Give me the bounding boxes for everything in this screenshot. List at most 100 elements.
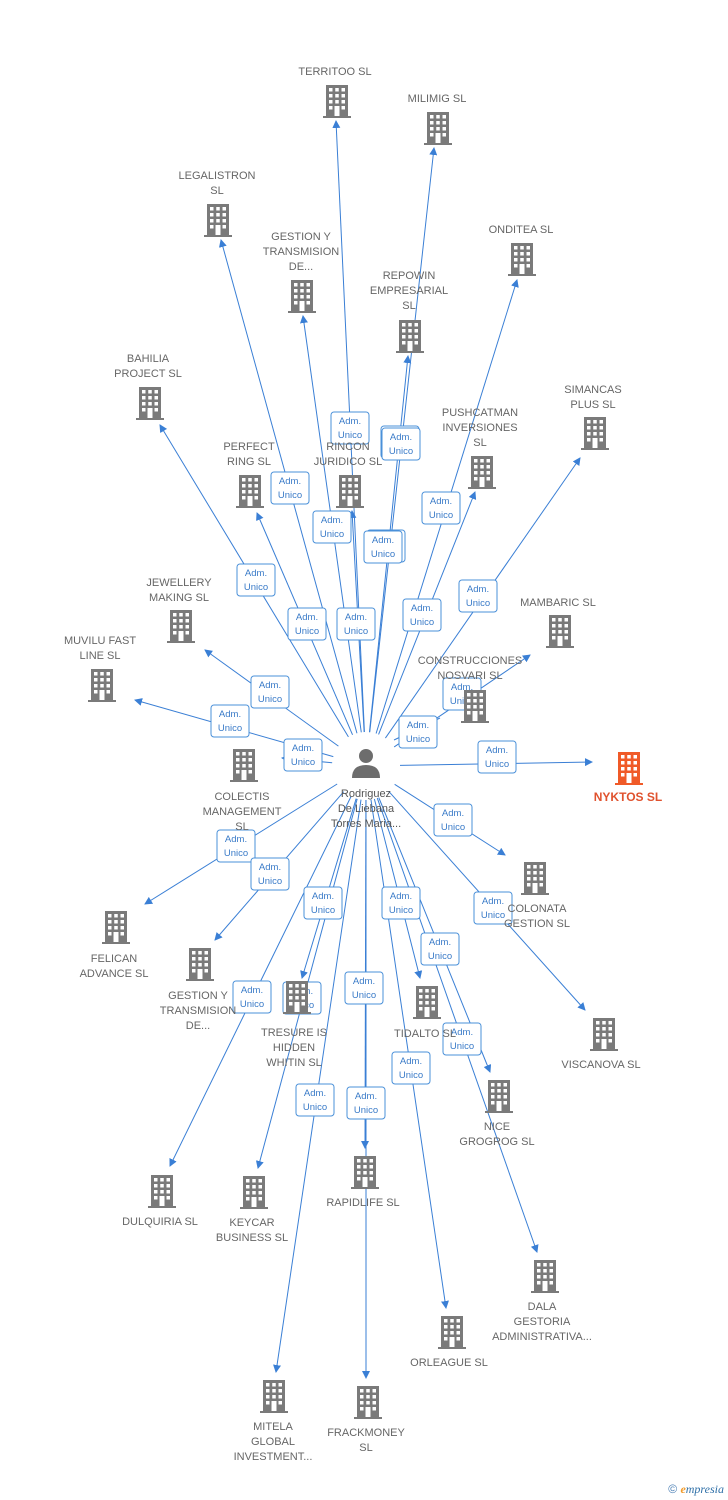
company-node-nyktos[interactable]: NYKTOS SL bbox=[594, 752, 662, 804]
role-badge-viscanova[interactable]: Adm.Unico bbox=[473, 891, 513, 925]
company-node-territoo[interactable]: TERRITOO SL bbox=[298, 66, 372, 118]
role-badge-tresure[interactable]: Adm.Unico bbox=[303, 886, 343, 920]
company-name-rincon-juridico: JURIDICO SL bbox=[314, 456, 382, 468]
role-badge-territoo[interactable]: Adm.Unico bbox=[330, 411, 370, 445]
role-badge-construcciones[interactable]: Adm.Unico bbox=[398, 715, 438, 749]
building-icon bbox=[283, 981, 311, 1014]
role-badge-text: Adm. bbox=[296, 612, 318, 623]
role-badge-text: Unico bbox=[338, 430, 362, 441]
company-node-rapidlife[interactable]: RAPIDLIFE SL bbox=[326, 1156, 400, 1209]
role-badge-nyktos[interactable]: Adm.Unico bbox=[477, 740, 517, 774]
company-node-onditea[interactable]: ONDITEA SL bbox=[489, 224, 554, 276]
building-icon bbox=[581, 417, 609, 450]
role-badge-box bbox=[477, 740, 517, 774]
role-badge-box bbox=[232, 980, 272, 1014]
role-badge-text: Unico bbox=[303, 1102, 327, 1113]
company-node-tidalto[interactable]: TIDALTO SL bbox=[394, 986, 456, 1040]
company-name-nice-grogrog: NICE bbox=[484, 1121, 510, 1133]
role-badge-colonata[interactable]: Adm.Unico bbox=[433, 803, 473, 837]
role-badge-text: Adm. bbox=[390, 891, 412, 902]
role-badge-simancas[interactable]: Adm.Unico bbox=[458, 579, 498, 613]
role-badge-orleague[interactable]: Adm.Unico bbox=[391, 1051, 431, 1085]
role-badge-box bbox=[420, 932, 460, 966]
role-badge-rincon-juridico[interactable]: Adm.Unico bbox=[336, 607, 376, 641]
role-badge-frackmoney[interactable]: Adm.Unico bbox=[346, 1086, 386, 1120]
company-node-viscanova[interactable]: VISCANOVA SL bbox=[561, 1018, 641, 1071]
company-name-pushcatman: PUSHCATMAN bbox=[442, 407, 518, 419]
role-badge-onditea[interactable]: Adm.Unico bbox=[421, 491, 461, 525]
company-node-dulquiria[interactable]: DULQUIRIA SL bbox=[122, 1175, 198, 1228]
role-badge-colectis[interactable]: Adm.Unico bbox=[283, 738, 323, 772]
role-badge-text: Adm. bbox=[429, 937, 451, 948]
role-badge-box bbox=[391, 1051, 431, 1085]
role-badge-text: Unico bbox=[291, 757, 315, 768]
role-badge-extra-0[interactable]: Adm.Unico bbox=[363, 530, 403, 564]
company-node-mambaric[interactable]: MAMBARIC SL bbox=[520, 597, 596, 648]
company-node-milimig[interactable]: MILIMIG SL bbox=[408, 93, 467, 145]
company-name-colonata: GESTION SL bbox=[504, 918, 570, 930]
role-badge-box bbox=[270, 471, 310, 505]
company-node-mitela[interactable]: MITELAGLOBALINVESTMENT... bbox=[234, 1380, 313, 1463]
role-badge-tidalto[interactable]: Adm. Unico bbox=[381, 886, 421, 920]
role-badge-text: Unico bbox=[481, 910, 505, 921]
role-badge-text: Unico bbox=[389, 905, 413, 916]
role-badge-box bbox=[295, 1083, 335, 1117]
role-badge-pushcatman[interactable]: Adm.Unico bbox=[402, 598, 442, 632]
role-badge-box bbox=[336, 607, 376, 641]
role-badge-mitela[interactable]: Adm.Unico bbox=[295, 1083, 335, 1117]
role-badge-jewellery[interactable]: Adm.Unico bbox=[250, 675, 290, 709]
company-node-gestion-transmision-1[interactable]: GESTION YTRANSMISIONDE... bbox=[263, 231, 339, 313]
role-badge-bahilia[interactable]: Adm.Unico bbox=[236, 563, 276, 597]
role-badge-muvilu[interactable]: Adm.Unico bbox=[210, 704, 250, 738]
company-node-rincon-juridico[interactable]: RINCON JURIDICO SL bbox=[314, 441, 382, 508]
role-badge-text: Adm. bbox=[407, 720, 429, 731]
role-badge-text: Adm. bbox=[442, 808, 464, 819]
role-badge-nice-grogrog[interactable]: Adm.Unico bbox=[420, 932, 460, 966]
role-badge-text: Adm. bbox=[279, 476, 301, 487]
role-badge-perfect-ring[interactable]: Adm. Unico bbox=[287, 607, 327, 641]
company-name-rincon-juridico: RINCON bbox=[326, 441, 369, 453]
role-badge-text: Unico bbox=[354, 1105, 378, 1116]
role-badge-text: Adm. bbox=[259, 680, 281, 691]
role-badge-box bbox=[433, 803, 473, 837]
company-name-construcciones: CONSTRUCCIONES bbox=[418, 655, 523, 667]
role-badge-legalistron[interactable]: Adm.Unico bbox=[270, 471, 310, 505]
company-node-gestion-transmision-2[interactable]: GESTION YTRANSMISIONDE... bbox=[160, 948, 236, 1032]
company-node-orleague[interactable]: ORLEAGUE SL bbox=[410, 1316, 488, 1369]
company-name-muvilu: LINE SL bbox=[80, 650, 121, 662]
role-badge-text: Unico bbox=[295, 626, 319, 637]
company-name-legalistron: LEGALISTRON bbox=[178, 170, 255, 182]
role-badge-text: Adm. bbox=[372, 535, 394, 546]
role-badge-dala[interactable]: Adm.Unico bbox=[442, 1022, 482, 1056]
brand-logo[interactable]: empresia bbox=[680, 1482, 724, 1496]
role-badge-felican[interactable]: Adm.Unico bbox=[216, 829, 256, 863]
company-node-dala[interactable]: DALAGESTORIAADMINISTRATIVA... bbox=[492, 1260, 592, 1343]
role-badge-gestion-transmision-1[interactable]: Adm.Unico bbox=[312, 510, 352, 544]
company-name-bahilia: BAHILIA bbox=[127, 353, 170, 365]
building-icon bbox=[521, 862, 549, 895]
role-badge-gestion-transmision-2[interactable]: Adm.Unico bbox=[250, 857, 290, 891]
role-badge-dulquiria[interactable]: Adm.Unico bbox=[232, 980, 272, 1014]
role-badge-box bbox=[421, 491, 461, 525]
role-badge-rapidlife[interactable]: Adm.Unico bbox=[344, 971, 384, 1005]
role-badge-box bbox=[303, 886, 343, 920]
role-badge-extra-1[interactable]: Adm.Unico bbox=[381, 427, 421, 461]
